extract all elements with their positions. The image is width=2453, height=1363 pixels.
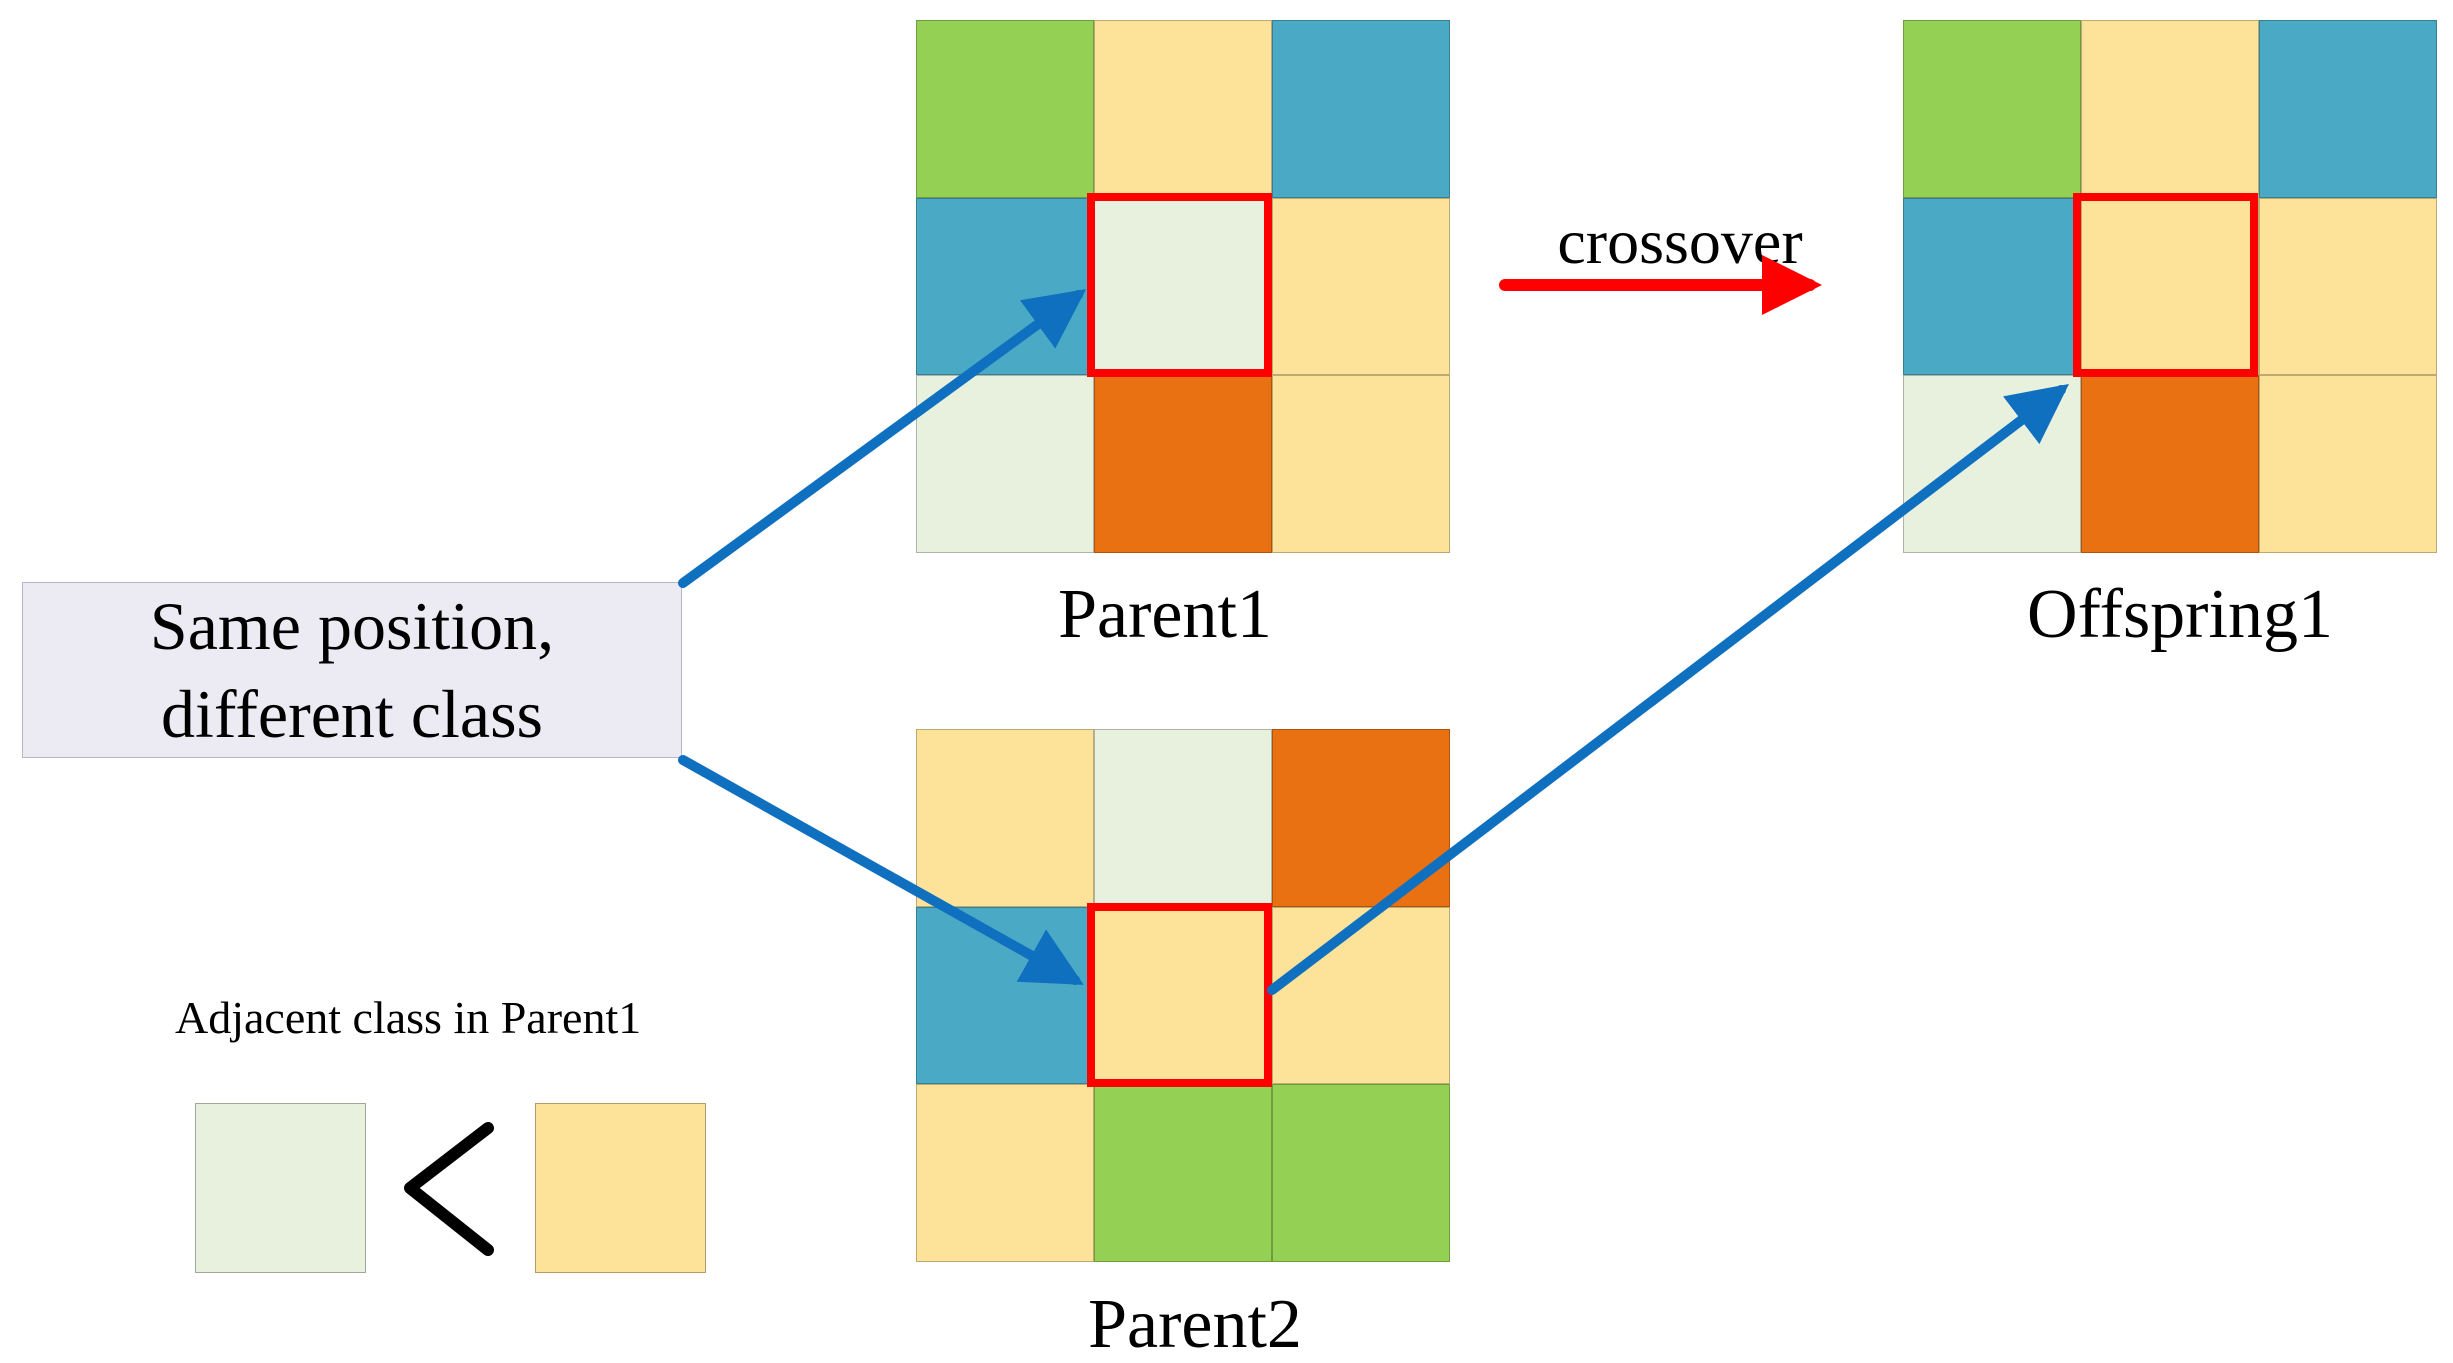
parent2-grid	[916, 729, 1450, 1262]
callout-line-1: Same position,	[149, 588, 555, 664]
parent2-cell	[1272, 1084, 1450, 1262]
offspring1-label: Offspring1	[2027, 576, 2333, 653]
parent1-cell	[1272, 375, 1450, 553]
parent1-highlight-box	[1087, 193, 1272, 377]
offspring1-cell	[2081, 197, 2259, 376]
parent2-cell	[916, 1084, 1094, 1262]
parent1-cell	[916, 375, 1094, 553]
arrow-parent2-to-offspring1	[1267, 383, 2069, 995]
parent1-cell	[1272, 197, 1450, 376]
offspring1-cell	[1903, 20, 2081, 198]
parent2-cell	[1094, 729, 1272, 907]
offspring1-grid	[1903, 20, 2437, 553]
callout-box: Same position, different class	[22, 582, 682, 758]
parent2-cell	[1272, 906, 1450, 1085]
parent1-cell	[1272, 20, 1450, 198]
parent2-cell	[916, 729, 1094, 907]
parent2-label: Parent2	[1088, 1286, 1302, 1363]
parent2-cell	[1094, 906, 1272, 1085]
legend-swatch-right	[535, 1103, 706, 1273]
offspring1-highlight-box	[2073, 193, 2258, 377]
parent1-cell	[1094, 20, 1272, 198]
legend-title: Adjacent class in Parent1	[175, 992, 642, 1043]
parent1-label: Parent1	[1058, 576, 1272, 653]
parent1-grid	[916, 20, 1450, 553]
arrow-callout-to-parent2	[678, 755, 1084, 985]
legend-swatch-left	[195, 1103, 366, 1273]
parent2-highlight-box	[1087, 903, 1272, 1087]
crossover-label: crossover	[1557, 206, 1803, 277]
parent1-cell	[1094, 197, 1272, 376]
offspring1-cell	[2259, 375, 2437, 553]
parent1-cell	[916, 20, 1094, 198]
offspring1-cell	[2259, 20, 2437, 198]
callout-line-2: different class	[160, 676, 544, 752]
arrow-callout-to-parent1	[678, 289, 1087, 588]
less-than-icon	[404, 1122, 494, 1256]
offspring1-cell	[2259, 197, 2437, 376]
offspring1-cell	[2081, 375, 2259, 553]
